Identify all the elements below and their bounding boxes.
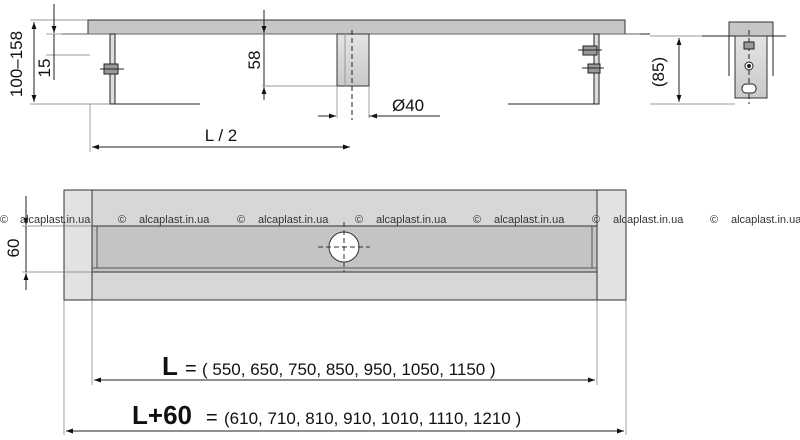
svg-text:alcaplast.in.ua: alcaplast.in.ua: [731, 214, 800, 226]
svg-text:alcaplast.in.ua: alcaplast.in.ua: [139, 214, 210, 226]
dim-outlet-diameter-label: Ø40: [392, 96, 424, 115]
length-values: ( 550, 650, 750, 850, 950, 1050, 1150 ): [202, 360, 496, 379]
length-symbol: L: [162, 351, 178, 381]
watermark-row: © alcaplast.in.ua © alcaplast.in.ua © alcap…: [0, 214, 800, 226]
svg-text:©: ©: [237, 214, 245, 226]
end-view-top: [728, 21, 774, 37]
svg-text:alcaplast.in.ua: alcaplast.in.ua: [494, 214, 565, 226]
left-mounting-bracket: [100, 33, 200, 105]
plan-end-cap-right: [596, 189, 627, 301]
dim-height-range-label: 100–158: [7, 31, 26, 97]
dim-half-length-label: L / 2: [205, 126, 237, 145]
outlet-pipe: [336, 30, 370, 120]
svg-text:©: ©: [710, 214, 718, 226]
watermark-item: © alcaplast.in.ua: [0, 214, 91, 226]
svg-text:©: ©: [592, 214, 600, 226]
total-length-formula: L+60 = (610, 710, 810, 910, 1010, 1110, …: [132, 400, 521, 430]
svg-text:©: ©: [355, 214, 363, 226]
plan-end-cap-left: [63, 189, 93, 301]
dim-width-label: 60: [4, 239, 23, 258]
dim-overall-height-label: (85): [649, 57, 668, 87]
grate-top-plate: [87, 19, 626, 35]
length-equals: =: [185, 358, 197, 380]
svg-text:alcaplast.in.ua: alcaplast.in.ua: [613, 214, 684, 226]
end-view-slot: [741, 83, 757, 94]
svg-text:alcaplast.in.ua: alcaplast.in.ua: [258, 214, 329, 226]
total-length-equals: =: [206, 407, 218, 429]
watermark-item: © alcaplast.in.ua: [592, 214, 684, 226]
svg-text:©: ©: [118, 214, 126, 226]
total-length-values: (610, 710, 810, 910, 1010, 1110, 1210 ): [224, 409, 521, 428]
watermark-item: © alcaplast.in.ua: [355, 214, 447, 226]
watermark-item: © alcaplast.in.ua: [710, 214, 800, 226]
svg-text:©: ©: [0, 214, 8, 226]
right-mounting-bracket: [508, 33, 604, 105]
end-view: [650, 21, 786, 105]
plan-view: [22, 189, 627, 301]
watermark-item: © alcaplast.in.ua: [118, 214, 210, 226]
svg-text:alcaplast.in.ua: alcaplast.in.ua: [376, 214, 447, 226]
watermark-item: © alcaplast.in.ua: [473, 214, 565, 226]
dim-flange-label: 15: [35, 59, 54, 78]
length-dimensions: [63, 300, 627, 435]
watermark-item: © alcaplast.in.ua: [237, 214, 329, 226]
side-view: [30, 4, 650, 152]
length-formula: L = ( 550, 650, 750, 850, 950, 1050, 115…: [162, 351, 496, 381]
dim-outlet-height-label: 58: [245, 51, 264, 70]
svg-text:alcaplast.in.ua: alcaplast.in.ua: [20, 214, 91, 226]
svg-text:©: ©: [473, 214, 481, 226]
total-length-symbol: L+60: [132, 400, 192, 430]
